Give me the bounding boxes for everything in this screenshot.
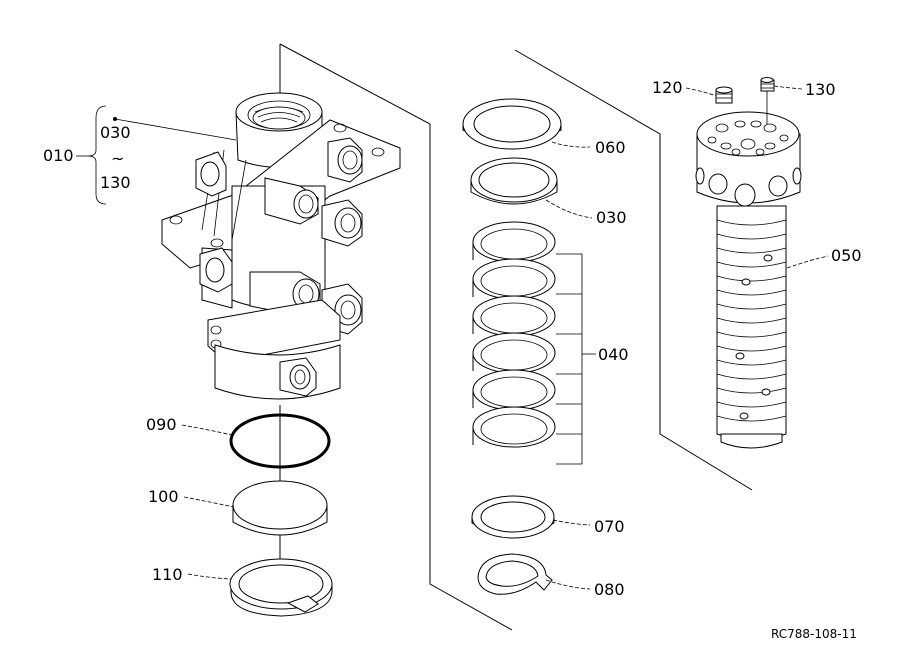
spool-land-line — [716, 387, 787, 394]
spool-land-line — [716, 373, 787, 380]
o-ring-090 — [229, 413, 331, 469]
spool-land-line — [716, 331, 787, 338]
spool-port-hole — [761, 388, 771, 396]
label-110: 110 — [152, 565, 183, 584]
valve-body-010 — [161, 92, 401, 400]
label-120: 120 — [652, 78, 683, 97]
label-130: 130 — [805, 80, 836, 99]
label-080: 080 — [594, 580, 625, 599]
label-090: 090 — [146, 415, 177, 434]
label-030: 030 — [596, 208, 627, 227]
spool-land-line — [716, 219, 787, 226]
spool-land-line — [716, 359, 787, 366]
washer-070 — [471, 495, 555, 539]
explode-guide-lines — [279, 43, 753, 631]
spool-land-line — [716, 401, 787, 408]
spool-land-line — [716, 345, 787, 352]
label-050: 050 — [831, 246, 862, 265]
label-060: 060 — [595, 138, 626, 157]
drawing-code: RC788-108-11 — [771, 627, 857, 641]
spool-land-line — [716, 233, 787, 240]
spool-land-line — [716, 289, 787, 296]
spring-ring — [472, 369, 556, 411]
plug-screw-120 — [715, 86, 733, 104]
label-010: 010 — [43, 146, 74, 165]
callout-labels: 010 030 ~ 130 060 030 040 050 120 130 09… — [43, 78, 862, 641]
spool-lands — [716, 219, 787, 422]
spring-stack-040 — [472, 221, 556, 448]
spool-land-line — [716, 275, 787, 282]
label-100: 100 — [148, 487, 179, 506]
spool-port-hole — [735, 352, 745, 360]
spring-ring — [472, 332, 556, 374]
spool-land-line — [716, 303, 787, 310]
seal-030 — [470, 157, 558, 205]
plug-screw-130 — [760, 77, 775, 124]
spool-port-hole — [763, 254, 773, 262]
label-range-tilde: ~ — [111, 149, 124, 168]
spring-ring — [472, 221, 556, 263]
plug-100 — [232, 480, 328, 536]
spring-ring — [472, 406, 556, 448]
spring-ring — [472, 258, 556, 300]
label-range-end-130: 130 — [100, 173, 131, 192]
label-070: 070 — [594, 517, 625, 536]
spring-bracket-040 — [556, 253, 596, 465]
spool-port-hole — [739, 412, 749, 420]
spool-land-line — [716, 247, 787, 254]
label-040: 040 — [598, 345, 629, 364]
spring-ring — [472, 295, 556, 337]
circlip-080 — [477, 553, 553, 595]
leader-lines — [76, 85, 829, 590]
label-range-start-030: 030 — [100, 123, 131, 142]
snap-ring-110 — [229, 558, 333, 617]
spool-land-line — [716, 261, 787, 268]
spool-port-hole — [741, 278, 751, 286]
washer-060 — [462, 98, 562, 150]
spool-land-line — [716, 317, 787, 324]
spool-land-line — [716, 415, 787, 422]
